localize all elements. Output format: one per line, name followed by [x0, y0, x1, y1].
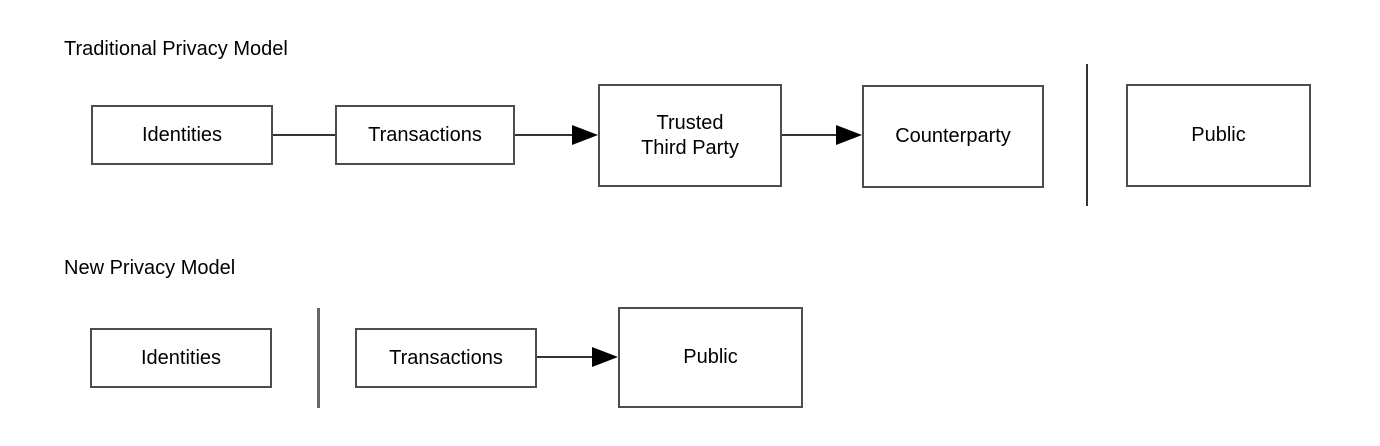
node-public-2: Public [618, 307, 803, 408]
arrowhead-icon [572, 125, 598, 145]
node-identities-2: Identities [90, 328, 272, 388]
node-public: Public [1126, 84, 1311, 187]
node-trusted-third-party: Trusted Third Party [598, 84, 782, 187]
arrowhead-icon [836, 125, 862, 145]
divider-traditional [1086, 64, 1088, 206]
connector-transactions-ttp [515, 134, 575, 136]
node-identities: Identities [91, 105, 273, 165]
new-model-title: New Privacy Model [64, 257, 236, 279]
node-counterparty: Counterparty [862, 85, 1044, 188]
node-transactions: Transactions [335, 105, 515, 165]
arrowhead-icon [592, 347, 618, 367]
divider-new [317, 308, 320, 408]
node-transactions-2: Transactions [355, 328, 537, 388]
connector-identities-transactions [273, 134, 335, 136]
connector-ttp-counterparty [782, 134, 840, 136]
connector-transactions-public [537, 356, 594, 358]
traditional-model-title: Traditional Privacy Model [64, 38, 288, 60]
